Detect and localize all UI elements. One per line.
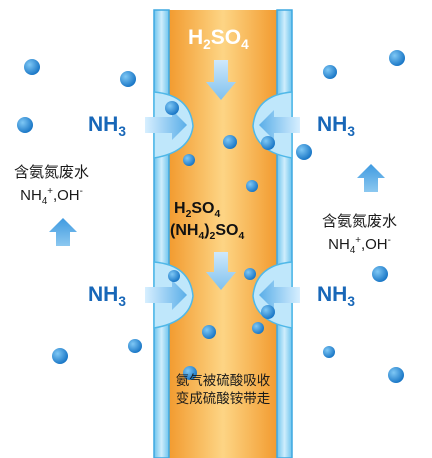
ion-formula: NH4+,OH- xyxy=(328,235,391,256)
molecule xyxy=(244,268,256,280)
molecule xyxy=(389,50,405,66)
nh3-label-left-upper: NH3 xyxy=(88,113,126,140)
molecule xyxy=(52,348,68,364)
molecule xyxy=(323,65,337,79)
center-formula-acid: H2SO4 xyxy=(174,200,221,221)
molecule xyxy=(252,322,264,334)
arrow-nh3-right-upper xyxy=(259,110,300,140)
molecule xyxy=(372,266,388,282)
molecule xyxy=(296,144,312,160)
absorption-note-line2: 变成硫酸铵带走 xyxy=(175,391,271,406)
molecule xyxy=(17,117,33,133)
nh3-label-right-upper: NH3 xyxy=(317,113,355,140)
molecules xyxy=(17,50,405,383)
molecule xyxy=(120,71,136,87)
wastewater-label-left: 含氨氮废水 NH4+,OH- xyxy=(14,163,89,211)
molecule xyxy=(183,366,197,380)
molecule xyxy=(261,136,275,150)
molecule xyxy=(183,154,195,166)
top-reagent-label: H2SO4 xyxy=(188,26,249,53)
arrow-nh3-right-lower xyxy=(259,280,300,310)
molecule xyxy=(223,135,237,149)
arrow-nh3-left-upper xyxy=(145,110,187,140)
molecule xyxy=(128,339,142,353)
molecule xyxy=(24,59,40,75)
nh3-label-left-lower: NH3 xyxy=(88,283,126,310)
wastewater-title: 含氨氮废水 xyxy=(14,164,90,181)
wastewater-title: 含氨氮废水 xyxy=(322,213,398,230)
absorption-note: 氨气被硫酸吸收 变成硫酸铵带走 xyxy=(158,372,288,408)
arrow-acid-down-lower xyxy=(206,252,236,290)
molecule xyxy=(165,101,179,115)
center-formula-ammonium-sulfate: (NH4)2SO4 xyxy=(170,222,245,243)
molecule xyxy=(261,305,275,319)
arrow-wastewater-up-right xyxy=(357,164,385,192)
arrow-acid-down-upper xyxy=(206,60,236,100)
molecule xyxy=(388,367,404,383)
molecule xyxy=(168,270,180,282)
ion-formula: NH4+,OH- xyxy=(20,186,83,207)
absorption-note-line1: 氨气被硫酸吸收 xyxy=(175,373,271,388)
molecule xyxy=(246,180,258,192)
arrow-nh3-left-lower xyxy=(145,280,187,310)
molecule xyxy=(202,325,216,339)
arrow-wastewater-up-left xyxy=(49,218,77,246)
wastewater-label-right: 含氨氮废水 NH4+,OH- xyxy=(322,212,397,260)
molecule xyxy=(323,346,335,358)
nh3-label-right-lower: NH3 xyxy=(317,283,355,310)
